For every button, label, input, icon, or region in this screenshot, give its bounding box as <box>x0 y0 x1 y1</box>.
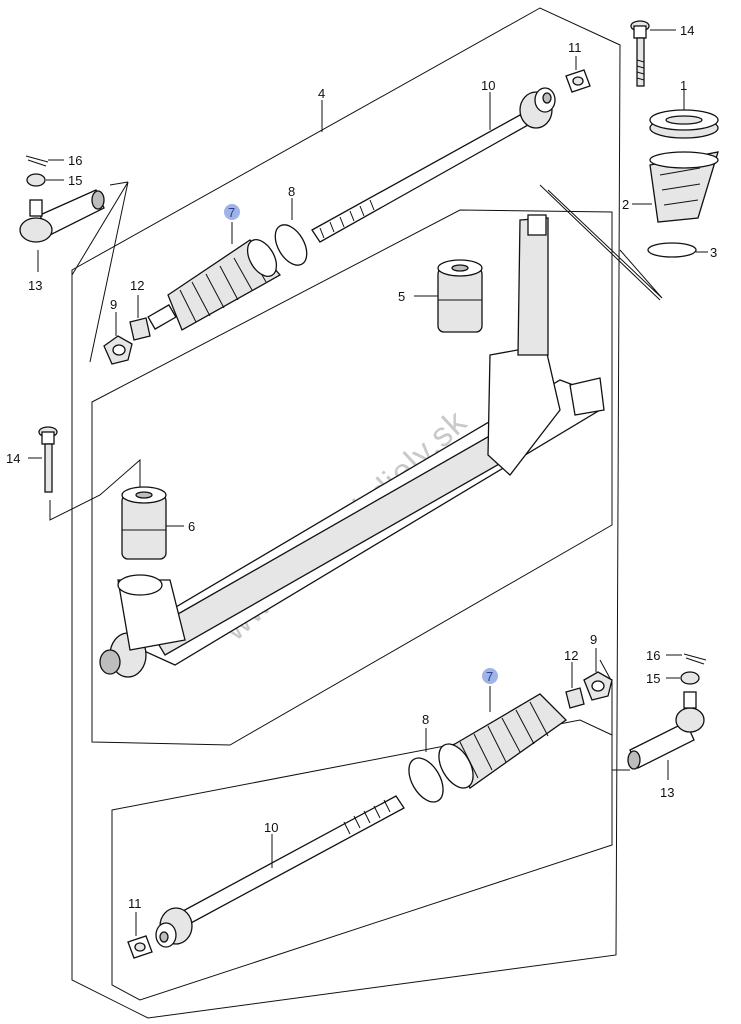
nut-12-bottom <box>565 687 585 709</box>
gearbox-frame <box>91 209 613 746</box>
assembly-frame <box>71 7 621 1019</box>
callout-7-top-marker[interactable] <box>224 204 240 220</box>
label-14-top: 14 <box>680 23 694 38</box>
label-8-bottom: 8 <box>422 712 429 727</box>
label-2: 2 <box>622 197 629 212</box>
label-13-right: 13 <box>660 785 674 800</box>
label-9-bottom: 9 <box>590 632 597 647</box>
label-9-top: 9 <box>110 297 117 312</box>
lower-tie-rod-frame <box>111 719 613 1001</box>
bracket-top-right <box>539 184 663 301</box>
nut-9-bottom <box>583 671 613 701</box>
lock-washer-11-top <box>565 69 591 93</box>
label-11-top: 11 <box>568 40 582 55</box>
label-14-left: 14 <box>6 451 20 466</box>
cotter-pin-16-right <box>683 653 707 665</box>
label-10-top: 10 <box>481 78 495 93</box>
steering-gear-housing <box>99 214 605 678</box>
boot-7-bottom <box>438 693 568 789</box>
nut-12-top <box>129 317 151 341</box>
label-3: 3 <box>710 245 717 260</box>
label-11-bottom: 11 <box>128 896 142 911</box>
bolt-14-left <box>38 426 58 493</box>
label-1: 1 <box>680 78 687 93</box>
label-7-bottom[interactable]: 7 <box>486 669 493 684</box>
nut-15-left <box>26 173 46 187</box>
bracket-boot-kit <box>71 181 129 363</box>
seal-1 <box>649 109 719 139</box>
label-4: 4 <box>318 86 325 101</box>
label-7-top[interactable]: 7 <box>228 205 235 220</box>
bushing-6 <box>121 486 167 560</box>
nut-9-top <box>103 335 133 365</box>
label-13-left: 13 <box>28 278 42 293</box>
bracket-right-tie <box>599 659 630 771</box>
label-16-left: 16 <box>68 153 82 168</box>
bushing-5 <box>437 259 483 333</box>
label-8-top: 8 <box>288 184 295 199</box>
label-12-bottom: 12 <box>564 648 578 663</box>
nut-15-right <box>680 671 700 685</box>
cover-2 <box>649 151 719 223</box>
clamp-8-top <box>274 224 308 266</box>
tie-rod-end-13-right <box>627 691 705 770</box>
bolt-14-top <box>630 20 650 87</box>
label-5: 5 <box>398 289 405 304</box>
tie-rod-10-top <box>311 87 556 243</box>
callout-7-bottom-marker[interactable] <box>482 668 498 684</box>
label-6: 6 <box>188 519 195 534</box>
tie-rod-10-bottom <box>155 795 405 948</box>
label-16-right: 16 <box>646 648 660 663</box>
label-12-top: 12 <box>130 278 144 293</box>
oring-3 <box>647 242 697 258</box>
label-15-left: 15 <box>68 173 82 188</box>
lock-washer-11-bottom <box>127 935 153 959</box>
label-15-right: 15 <box>646 671 660 686</box>
cotter-pin-16-left <box>25 155 49 167</box>
boot-7-top <box>147 239 282 331</box>
clamp-8-bottom <box>408 757 444 803</box>
tie-rod-end-13-left <box>19 189 105 243</box>
label-10-bottom: 10 <box>264 820 278 835</box>
